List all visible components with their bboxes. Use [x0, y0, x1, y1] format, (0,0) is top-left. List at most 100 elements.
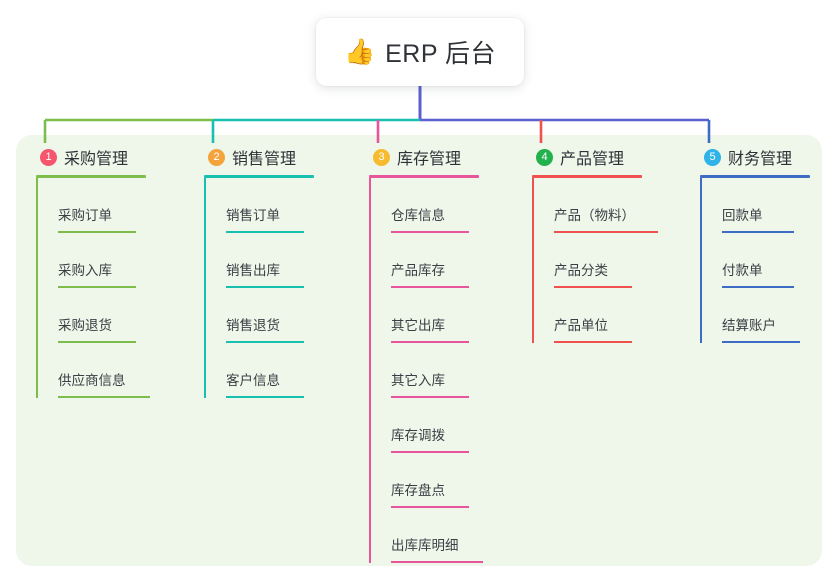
- branch-item-label: 付款单: [722, 263, 763, 278]
- branch-item[interactable]: 销售退货: [204, 288, 314, 343]
- branch-item[interactable]: 产品单位: [532, 288, 642, 343]
- branch-title-1: 采购管理: [64, 151, 129, 168]
- branch-item-label: 销售出库: [226, 263, 280, 278]
- branch-header-2[interactable]: 2 销售管理: [204, 144, 314, 170]
- branch-spine-3: [369, 178, 371, 563]
- branch-badge-3: 3: [373, 148, 390, 166]
- branch-item-rule: [722, 286, 794, 288]
- branch-item-rule: [58, 231, 136, 233]
- branch-column-2: 2 销售管理销售订单销售出库销售退货客户信息: [204, 144, 314, 398]
- branch-column-5: 5 财务管理回款单付款单结算账户: [700, 144, 810, 343]
- branch-item[interactable]: 采购订单: [36, 178, 146, 233]
- branch-item-rule: [58, 286, 136, 288]
- branch-item-label: 采购入库: [58, 263, 112, 278]
- branch-item-rule: [58, 341, 136, 343]
- branch-item-rule: [554, 341, 632, 343]
- branch-item-rule: [58, 396, 150, 398]
- branch-badge-4: 4: [536, 148, 553, 166]
- branch-header-1[interactable]: 1 采购管理: [36, 144, 146, 170]
- branch-item-label: 出库库明细: [391, 538, 459, 553]
- branch-item[interactable]: 采购退货: [36, 288, 146, 343]
- branch-item-label: 产品分类: [554, 263, 608, 278]
- branch-item-rule: [391, 451, 469, 453]
- branch-header-rule-3: [369, 175, 479, 178]
- branch-item-label: 回款单: [722, 208, 763, 223]
- branch-item[interactable]: 产品（物料）: [532, 178, 658, 233]
- root-node-title: ERP 后台: [385, 40, 497, 68]
- branch-item-label: 采购订单: [58, 208, 112, 223]
- branch-item-label: 库存盘点: [391, 483, 445, 498]
- branch-item-label: 采购退货: [58, 318, 112, 333]
- branch-item-label: 其它出库: [391, 318, 445, 333]
- branch-item[interactable]: 销售订单: [204, 178, 314, 233]
- branch-item-rule: [554, 286, 632, 288]
- branch-item-label: 其它入库: [391, 373, 445, 388]
- branch-item[interactable]: 付款单: [700, 233, 810, 288]
- branch-spine-4: [532, 178, 534, 343]
- branch-item[interactable]: 供应商信息: [36, 343, 150, 398]
- branch-header-rule-2: [204, 175, 314, 178]
- branch-item-list-4: 产品（物料） 产品分类产品单位: [532, 178, 658, 343]
- branch-spine-2: [204, 178, 206, 398]
- branch-spine-5: [700, 178, 702, 343]
- branch-header-3[interactable]: 3 库存管理: [369, 144, 479, 170]
- branch-item[interactable]: 库存调拨: [369, 398, 479, 453]
- branch-header-4[interactable]: 4 产品管理: [532, 144, 642, 170]
- branch-item-label: 供应商信息: [58, 373, 126, 388]
- branch-item-rule: [722, 341, 800, 343]
- branch-item[interactable]: 销售出库: [204, 233, 314, 288]
- branch-item-rule: [554, 231, 658, 233]
- branch-spine-1: [36, 178, 38, 398]
- branch-item-label: 销售退货: [226, 318, 280, 333]
- root-node-card[interactable]: 👍 ERP 后台: [316, 18, 524, 86]
- branch-item[interactable]: 产品库存: [369, 233, 479, 288]
- branch-header-5[interactable]: 5 财务管理: [700, 144, 810, 170]
- branch-item-label: 产品（物料）: [554, 208, 635, 223]
- thumbs-up-icon: 👍: [343, 37, 376, 66]
- branch-item-rule: [391, 506, 469, 508]
- branch-item[interactable]: 仓库信息: [369, 178, 479, 233]
- branch-title-2: 销售管理: [232, 151, 297, 168]
- branch-item[interactable]: 采购入库: [36, 233, 146, 288]
- branch-item-rule: [391, 561, 483, 563]
- branch-item-rule: [226, 396, 304, 398]
- branch-item-label: 仓库信息: [391, 208, 445, 223]
- branch-item-label: 产品单位: [554, 318, 608, 333]
- branch-column-3: 3 库存管理仓库信息产品库存其它出库其它入库库存调拨库存盘点出库库明细: [369, 144, 483, 563]
- branch-item-rule: [226, 286, 304, 288]
- branch-item-rule: [722, 231, 794, 233]
- branch-header-rule-1: [36, 175, 146, 178]
- branch-item-label: 客户信息: [226, 373, 280, 388]
- branch-item[interactable]: 其它出库: [369, 288, 479, 343]
- branch-item-list-1: 采购订单采购入库采购退货供应商信息: [36, 178, 150, 398]
- branch-header-rule-5: [700, 175, 810, 178]
- branch-item-label: 销售订单: [226, 208, 280, 223]
- branch-title-5: 财务管理: [728, 151, 793, 168]
- branch-title-3: 库存管理: [397, 151, 462, 168]
- branch-item[interactable]: 回款单: [700, 178, 810, 233]
- branch-item-rule: [226, 231, 304, 233]
- branch-badge-5: 5: [704, 148, 721, 166]
- branch-item-label: 结算账户: [722, 318, 776, 333]
- branch-item-list-5: 回款单付款单结算账户: [700, 178, 810, 343]
- branch-item-list-3: 仓库信息产品库存其它出库其它入库库存调拨库存盘点出库库明细: [369, 178, 483, 563]
- branch-item[interactable]: 其它入库: [369, 343, 479, 398]
- branch-item[interactable]: 出库库明细: [369, 508, 483, 563]
- branch-item[interactable]: 产品分类: [532, 233, 642, 288]
- branch-item[interactable]: 客户信息: [204, 343, 314, 398]
- branch-badge-1: 1: [40, 148, 57, 166]
- branch-item[interactable]: 库存盘点: [369, 453, 479, 508]
- branch-item-rule: [391, 286, 469, 288]
- branch-item[interactable]: 结算账户: [700, 288, 810, 343]
- branch-column-4: 4 产品管理产品（物料） 产品分类产品单位: [532, 144, 658, 343]
- branch-item-label: 库存调拨: [391, 428, 445, 443]
- branch-item-label: 产品库存: [391, 263, 445, 278]
- branch-header-rule-4: [532, 175, 642, 178]
- branch-badge-2: 2: [208, 148, 225, 166]
- branch-item-rule: [391, 231, 469, 233]
- branch-title-4: 产品管理: [560, 151, 625, 168]
- branch-item-rule: [226, 341, 304, 343]
- diagram-background-panel: [16, 135, 822, 566]
- branch-item-rule: [391, 341, 469, 343]
